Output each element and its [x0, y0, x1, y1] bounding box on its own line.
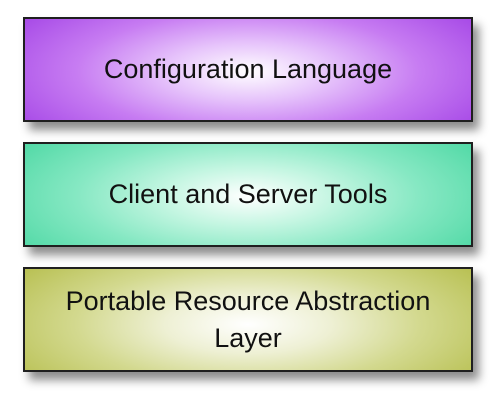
layer-resource-abstraction: Portable Resource Abstraction Layer: [23, 267, 473, 372]
layer-client-server-tools: Client and Server Tools: [23, 142, 473, 247]
layer-label: Configuration Language: [103, 54, 393, 84]
layer-configuration-language: Configuration Language: [23, 17, 473, 122]
layer-label: Portable Resource Abstraction Layer: [65, 285, 431, 353]
layer-label: Client and Server Tools: [108, 179, 388, 209]
